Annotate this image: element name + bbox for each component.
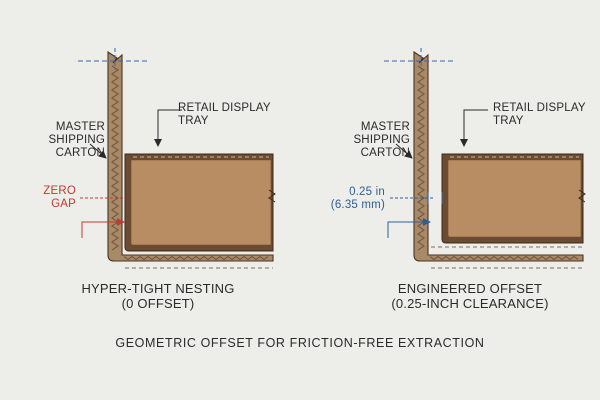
diagram-footer-title: GEOMETRIC OFFSET FOR FRICTION-FREE EXTRA… <box>115 336 485 350</box>
right-carton-label: MASTER SHIPPING CARTON <box>353 121 410 159</box>
master-carton-wall <box>413 50 584 262</box>
tray-leader-arrow <box>154 109 182 147</box>
carton-leader-arrow <box>89 143 107 159</box>
carton-leader-arrow <box>395 143 413 159</box>
panel-hyper-tight-nesting <box>78 48 276 269</box>
master-carton-wall <box>107 50 274 262</box>
tray-break-mark <box>578 189 586 203</box>
left-carton-label: MASTER SHIPPING CARTON <box>48 121 105 159</box>
carton-bottom-flute <box>123 255 269 261</box>
gap-leader-arrow <box>387 218 431 238</box>
tray-break-mark <box>268 189 276 203</box>
carton-wall-flute <box>111 65 119 251</box>
left-tray-label: RETAIL DISPLAY TRAY <box>178 102 271 127</box>
left-zero-gap-label: ZERO GAP <box>43 185 76 210</box>
right-caption: ENGINEERED OFFSET (0.25-INCH CLEARANCE) <box>391 281 549 311</box>
tray-leader-arrow <box>460 109 488 147</box>
gap-leader-arrow <box>81 218 125 238</box>
right-tray-label: RETAIL DISPLAY TRAY <box>493 102 586 127</box>
carton-wall-flute <box>417 65 425 251</box>
carton-bottom-flute <box>429 255 579 261</box>
right-offset-dimension-label: 0.25 in (6.35 mm) <box>330 186 385 211</box>
left-caption: HYPER-TIGHT NESTING (0 OFFSET) <box>81 281 235 311</box>
retail-tray-inner <box>130 159 272 246</box>
retail-tray-inner <box>447 159 582 238</box>
panel-engineered-offset <box>384 48 586 269</box>
